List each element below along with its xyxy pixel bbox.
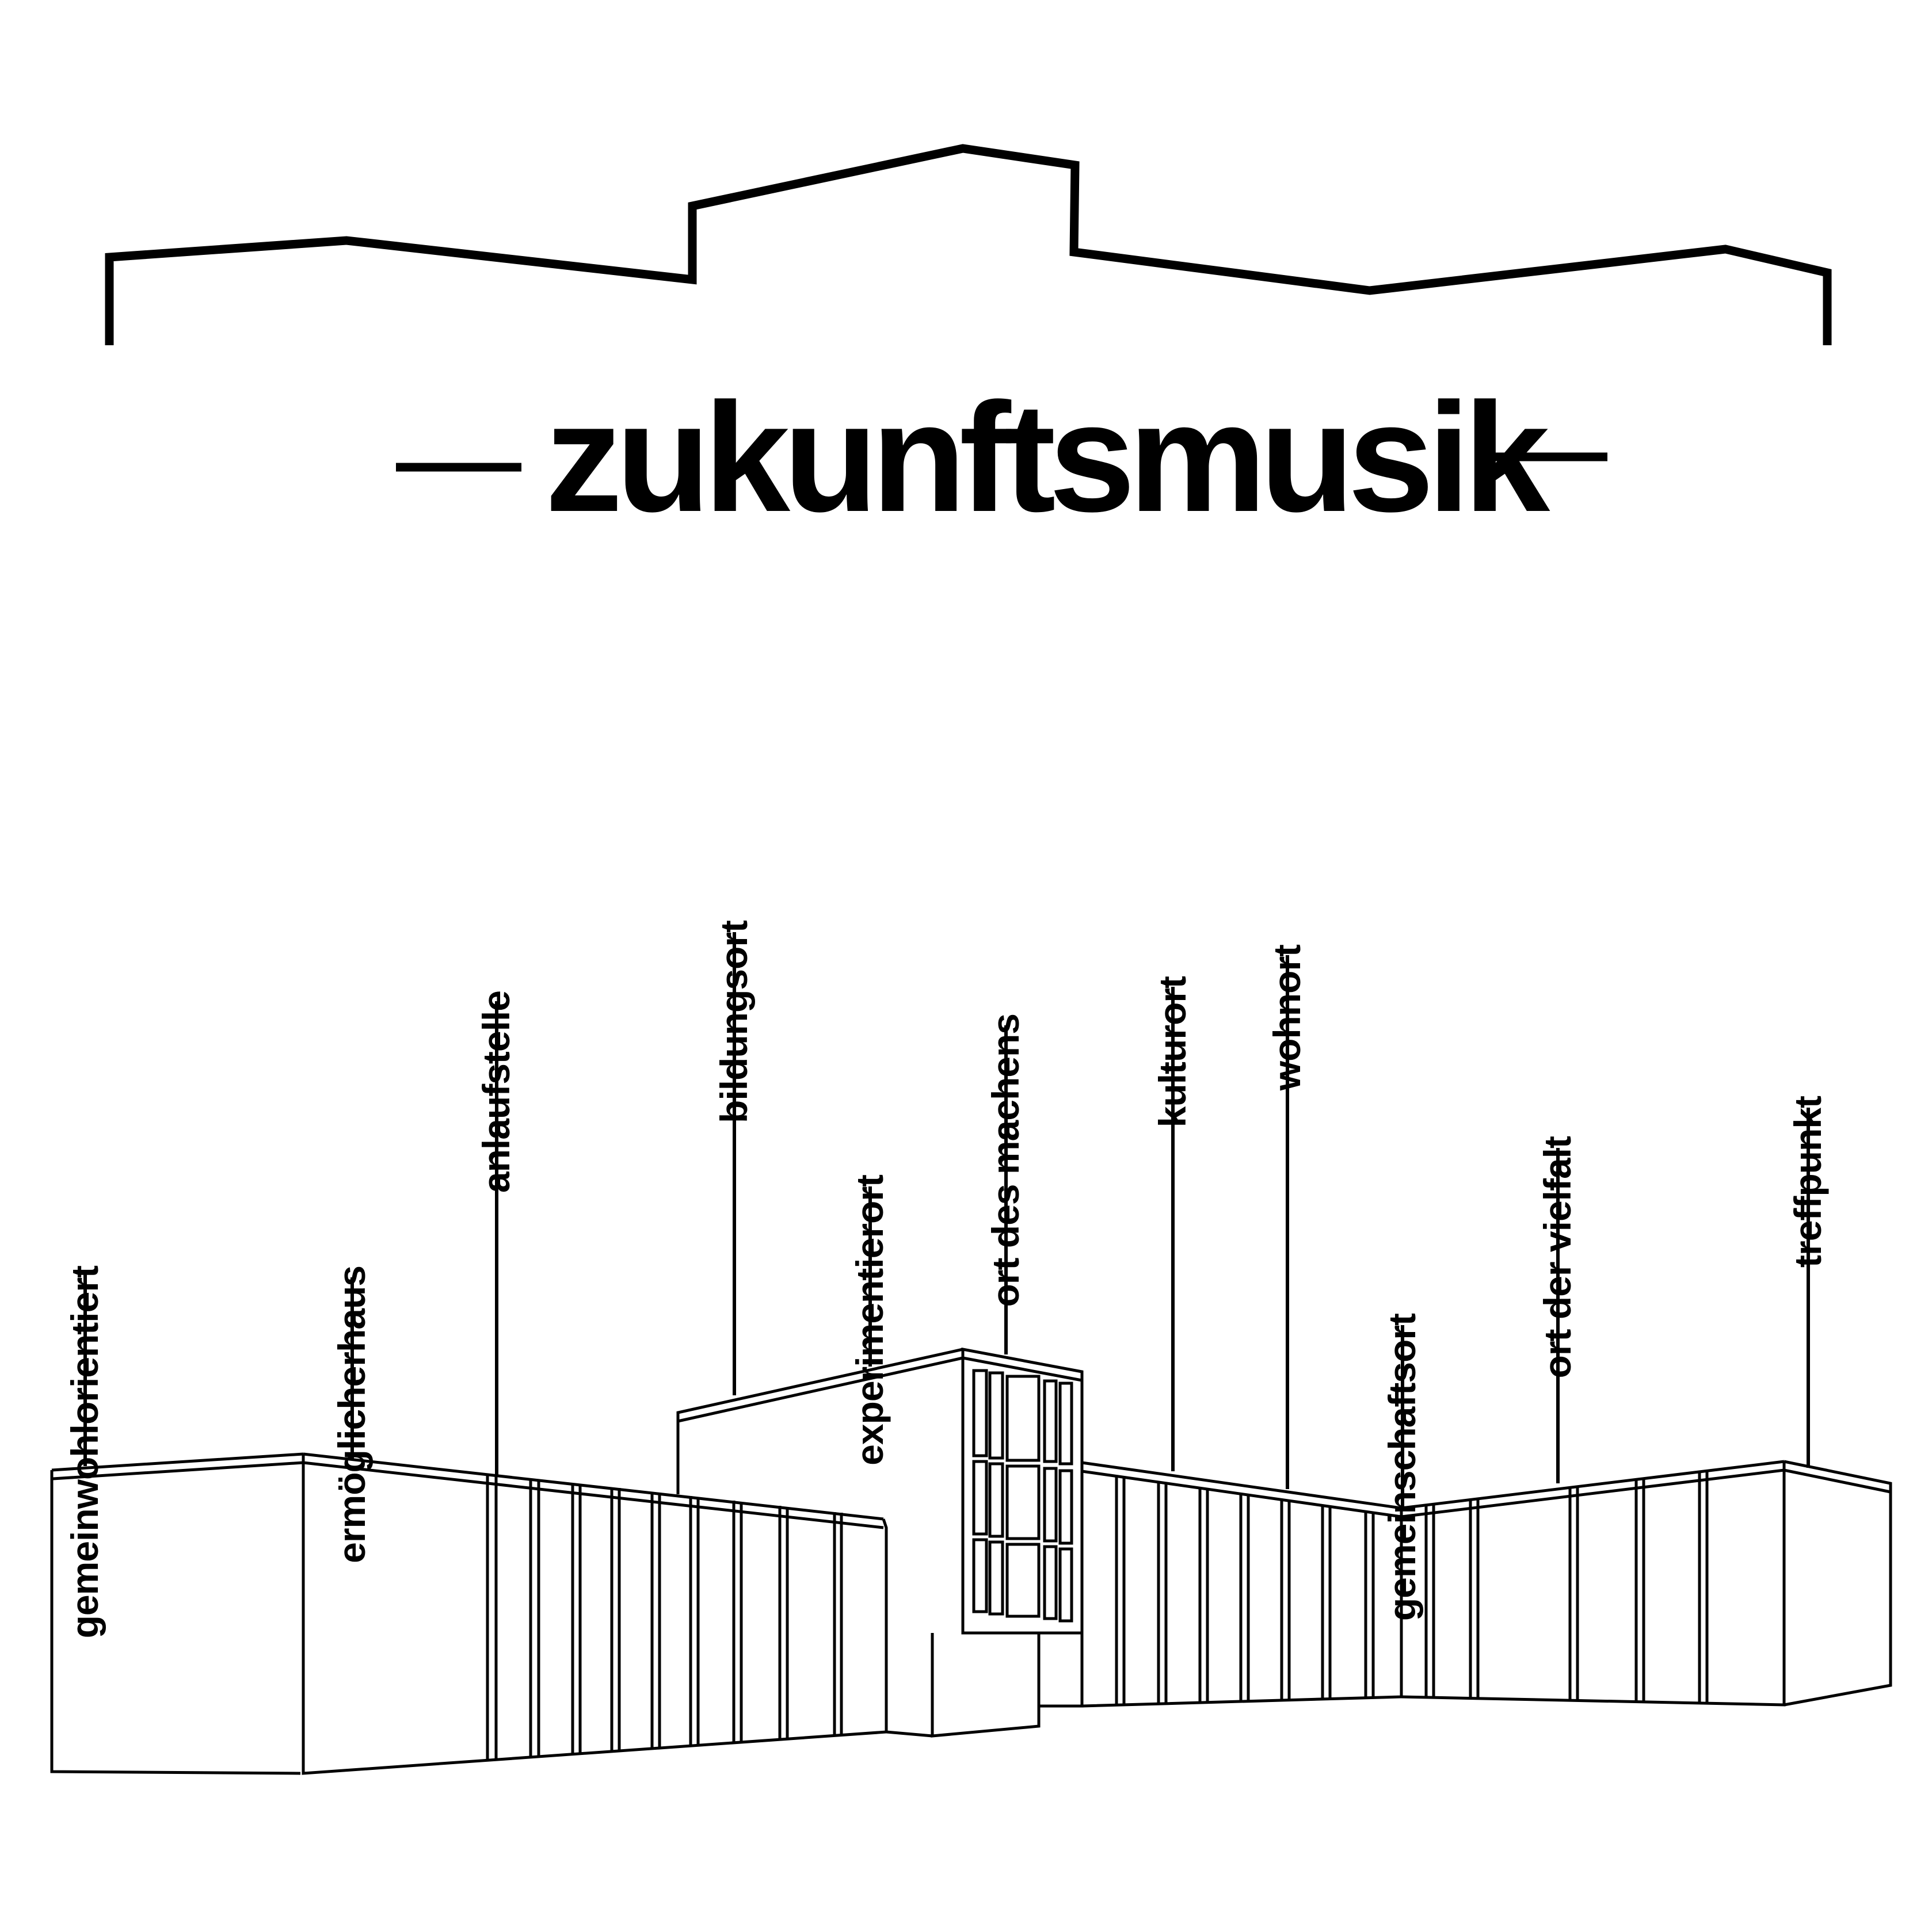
tower-windows (972, 1369, 1073, 1623)
building-drawing (50, 1347, 1892, 1775)
right-wing-2-mullions (1424, 1471, 1709, 1703)
label-treffpunkt: treffpunkt (1786, 1096, 1829, 1268)
left-wing-mullions (486, 1475, 843, 1761)
label-anlaufstelle: anlaufstelle (475, 991, 517, 1193)
left-wing (302, 1452, 888, 1775)
tower (886, 1347, 1084, 1738)
entrance-canopy (931, 1633, 1084, 1738)
label-gemeinwohlorientiert: gemeinwohlorientiert (63, 1265, 106, 1638)
label-bildungsort: bildungsort (712, 920, 755, 1123)
left-block (50, 1452, 304, 1775)
label-ort-der-vielfalt: ort der vielfalt (1536, 1136, 1579, 1378)
label-experimentierort: experimentierort (848, 1174, 891, 1466)
leader-lines (83, 932, 1810, 1508)
label-kulturort: kulturort (1151, 976, 1194, 1127)
label-wohnort: wohnort (1266, 944, 1308, 1091)
label-gemeinschaftsort: gemeinschaftsort (1381, 1313, 1423, 1621)
middle-roof (676, 1348, 963, 1494)
label-ort-des-machens: ort des machens (984, 1014, 1027, 1307)
label-ermoeglicherhaus: ermöglicherhaus (330, 1266, 373, 1563)
right-end-block (1784, 1460, 1892, 1707)
right-wing-2 (1401, 1460, 1786, 1707)
right-wing-1-mullions (1115, 1476, 1375, 1705)
skyline-outline (105, 144, 1832, 345)
labels: gemeinwohlorientiert ermöglicherhaus anl… (63, 920, 1829, 1638)
title: zukunftsmusik (545, 371, 1551, 544)
